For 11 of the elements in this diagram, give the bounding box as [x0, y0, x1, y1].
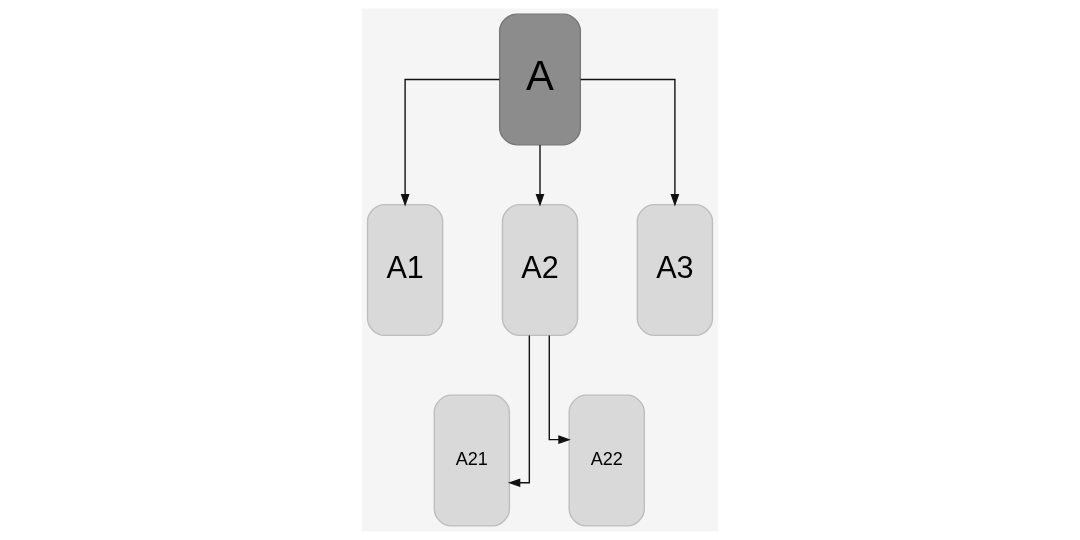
arrow — [548, 334, 571, 445]
arrow — [507, 334, 531, 488]
arrow — [579, 78, 680, 207]
node-box: A21 — [433, 394, 511, 527]
node-box: A3 — [636, 203, 714, 337]
arrow — [535, 144, 545, 207]
node-box: A1 — [366, 203, 444, 337]
node-box: A22 — [568, 394, 645, 527]
node-box: A — [498, 13, 582, 146]
arrow — [400, 78, 501, 207]
node-box: A2 — [501, 203, 579, 337]
